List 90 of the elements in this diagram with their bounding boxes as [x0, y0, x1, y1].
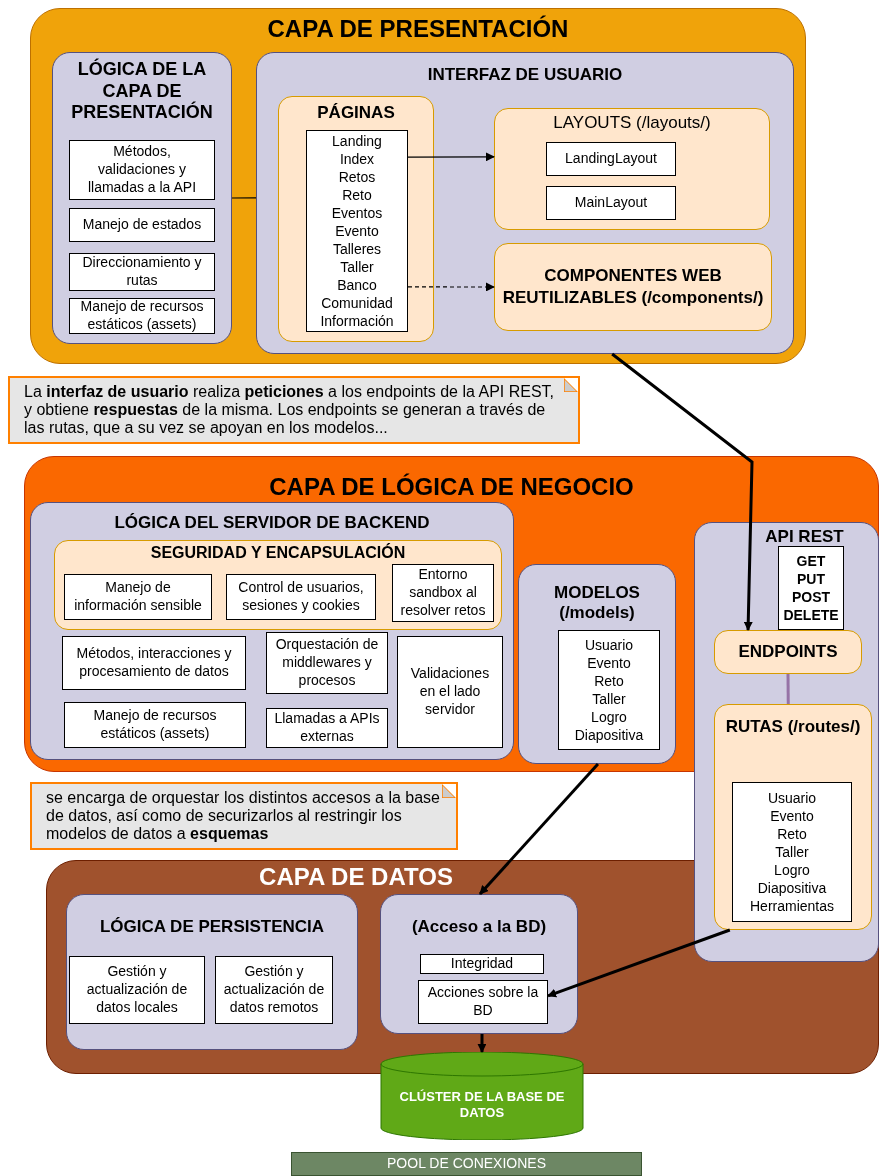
group-title: PÁGINAS — [316, 103, 396, 124]
note-card — [8, 376, 580, 444]
group-title: LÓGICA DEL SERVIDOR DE BACKEND — [113, 513, 431, 534]
group-title: API REST — [764, 527, 845, 548]
list-item: Talleres — [332, 240, 382, 258]
arrow — [478, 763, 600, 895]
module-box: ENDPOINTS — [714, 630, 862, 674]
connector-line — [231, 197, 257, 199]
note-card — [30, 782, 458, 850]
list-item: Información — [320, 312, 394, 330]
module-box: Llamadas a APIs externas — [266, 708, 388, 748]
list-item: PUT — [797, 570, 825, 588]
list-item: Banco — [337, 276, 377, 294]
database-label: CLÚSTER DE LA BASE DE DATOS — [398, 1089, 566, 1121]
group-panel — [54, 540, 502, 630]
arrow — [477, 1034, 487, 1053]
group-title: LAYOUTS (/layouts/) — [552, 113, 712, 134]
note-text: La interfaz de usuario realiza peticiones a los endpoints de la API REST, y obtiene respuestas de la misma. Los endpoints se generan a través de las rutas, que a su vez se apoyan en los modelos... — [24, 383, 556, 437]
group-panel — [518, 564, 676, 764]
list-box — [732, 782, 852, 922]
list-item: Taller — [775, 843, 809, 861]
group-title: CAPA DE DATOS — [258, 863, 454, 892]
list-item: Retos — [338, 168, 376, 186]
list-item: Evento — [587, 654, 631, 672]
list-item: Taller — [340, 258, 374, 276]
module-box: Gestión y actualización de datos remotos — [215, 956, 333, 1024]
module-box: Métodos, interacciones y procesamiento de datos — [62, 636, 246, 690]
list-item: Reto — [342, 186, 372, 204]
group-title: LÓGICA DE LA CAPA DE PRESENTACIÓN — [70, 59, 214, 124]
module-box: Acciones sobre la BD — [418, 980, 548, 1024]
list-item: Herramientas — [750, 897, 834, 915]
group-panel — [278, 96, 434, 342]
list-box — [558, 630, 660, 750]
group-title: SEGURIDAD Y ENCAPSULACIÓN — [149, 543, 407, 563]
group-panel — [256, 52, 794, 354]
list-box — [778, 546, 844, 630]
arrow — [407, 282, 495, 292]
list-item: Landing — [332, 132, 382, 150]
note-text: se encarga de orquestar los distintos accesos a la base de datos, así como de securizarlos al restringir los modelos de datos a esquemas — [46, 789, 441, 843]
group-panel — [494, 108, 770, 230]
module-box: Gestión y actualización de datos locales — [69, 956, 205, 1024]
list-item: DELETE — [783, 606, 839, 624]
group-title: RUTAS (/routes/) — [724, 717, 862, 738]
list-item: Comunidad — [321, 294, 393, 312]
module-box: LandingLayout — [546, 142, 676, 176]
module-box: Manejo de recursos estáticos (assets) — [69, 298, 215, 334]
list-item: GET — [796, 552, 826, 570]
list-item: Logro — [774, 861, 810, 879]
module-box: Orquestación de middlewares y procesos — [266, 632, 388, 694]
module-box: Validaciones en el lado servidor — [397, 636, 503, 748]
list-item: Evento — [335, 222, 379, 240]
group-panel — [30, 502, 514, 760]
group-title: (Acceso a la BD) — [410, 917, 548, 938]
group-panel — [66, 894, 358, 1050]
group-panel — [714, 704, 872, 930]
arrow — [407, 152, 495, 162]
list-item: Logro — [591, 708, 627, 726]
module-box: Entorno sandbox al resolver retos — [392, 564, 494, 622]
module-box: Integridad — [420, 954, 544, 974]
list-item: Diapositiva — [574, 726, 644, 744]
module-box: Control de usuarios, sesiones y cookies — [226, 574, 376, 620]
group-title: INTERFAZ DE USUARIO — [426, 65, 624, 86]
module-box: Métodos, validaciones y llamadas a la API — [69, 140, 215, 200]
list-box — [306, 130, 408, 332]
list-item: Eventos — [331, 204, 383, 222]
module-box: Manejo de recursos estáticos (assets) — [64, 702, 246, 748]
layer-panel — [30, 8, 806, 364]
group-title: MODELOS (/models) — [553, 583, 641, 624]
list-item: Usuario — [767, 789, 817, 807]
list-item: Diapositiva — [757, 879, 827, 897]
list-item: Evento — [770, 807, 814, 825]
module-box: Direccionamiento y rutas — [69, 253, 215, 291]
group-title: CAPA DE LÓGICA DE NEGOCIO — [268, 473, 635, 502]
module-box: Manejo de información sensible — [64, 574, 212, 620]
group-panel — [380, 894, 578, 1034]
connector-line — [786, 674, 790, 704]
module-box: MainLayout — [546, 186, 676, 220]
arrow — [547, 928, 731, 998]
list-item: Reto — [777, 825, 807, 843]
module-box: Manejo de estados — [69, 208, 215, 242]
pool-bar: POOL DE CONEXIONES — [291, 1152, 642, 1176]
list-item: POST — [791, 588, 831, 606]
group-title: LÓGICA DE PERSISTENCIA — [98, 917, 326, 938]
group-panel — [52, 52, 232, 344]
list-item: Index — [339, 150, 375, 168]
list-item: Usuario — [584, 636, 634, 654]
module-box: COMPONENTES WEB REUTILIZABLES (/components/) — [494, 243, 772, 331]
group-title: CAPA DE PRESENTACIÓN — [266, 15, 570, 44]
list-item: Taller — [592, 690, 626, 708]
list-item: Reto — [594, 672, 624, 690]
